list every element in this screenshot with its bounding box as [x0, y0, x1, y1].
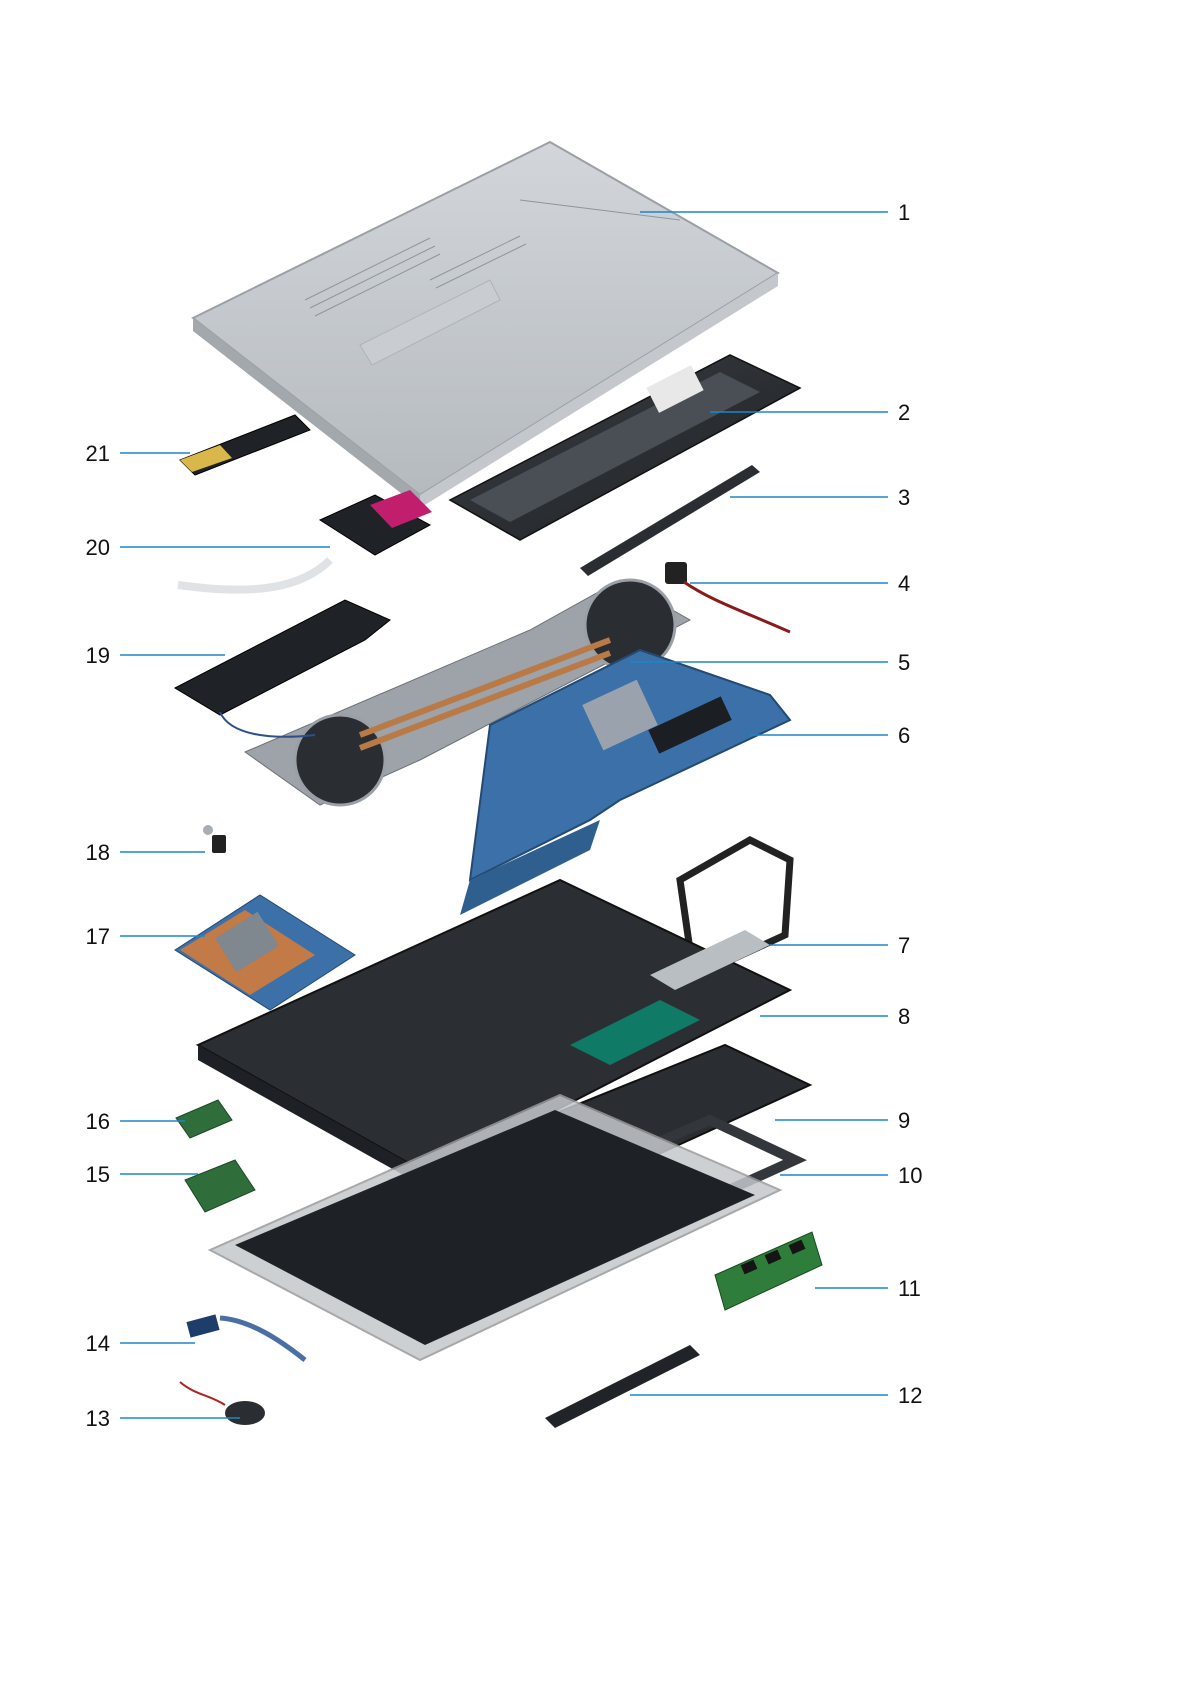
callout-number-18: 18: [86, 840, 110, 865]
touchpad-buttons: [545, 1345, 700, 1428]
callout-number-15: 15: [86, 1162, 110, 1187]
callout-number-1: 1: [898, 200, 910, 225]
callout-number-12: 12: [898, 1383, 922, 1408]
callout-number-10: 10: [898, 1163, 922, 1188]
callout-number-9: 9: [898, 1108, 910, 1133]
callout-number-5: 5: [898, 650, 910, 675]
callout-number-11: 11: [898, 1276, 921, 1301]
callout-number-13: 13: [86, 1406, 110, 1431]
callout-number-20: 20: [86, 535, 110, 560]
small-board: [186, 1314, 305, 1360]
callout-number-8: 8: [898, 1004, 910, 1029]
callout-number-14: 14: [86, 1331, 110, 1356]
callout-number-4: 4: [898, 571, 910, 596]
callout-number-21: 21: [86, 441, 110, 466]
base-cover: [193, 142, 778, 508]
power-button: [203, 825, 226, 853]
ssd: [180, 415, 310, 475]
memory-module: [715, 1232, 822, 1310]
wwan-card: [185, 1160, 255, 1212]
callout-number-16: 16: [86, 1109, 110, 1134]
callout-number-2: 2: [898, 400, 910, 425]
wlan-card: [176, 1100, 232, 1138]
card-reader: [178, 490, 432, 590]
callout-number-17: 17: [86, 924, 110, 949]
callout-number-7: 7: [898, 933, 910, 958]
callout-number-19: 19: [86, 643, 110, 668]
keyboard-lattice: [210, 1095, 795, 1360]
callout-number-6: 6: [898, 723, 910, 748]
callout-number-3: 3: [898, 485, 910, 510]
